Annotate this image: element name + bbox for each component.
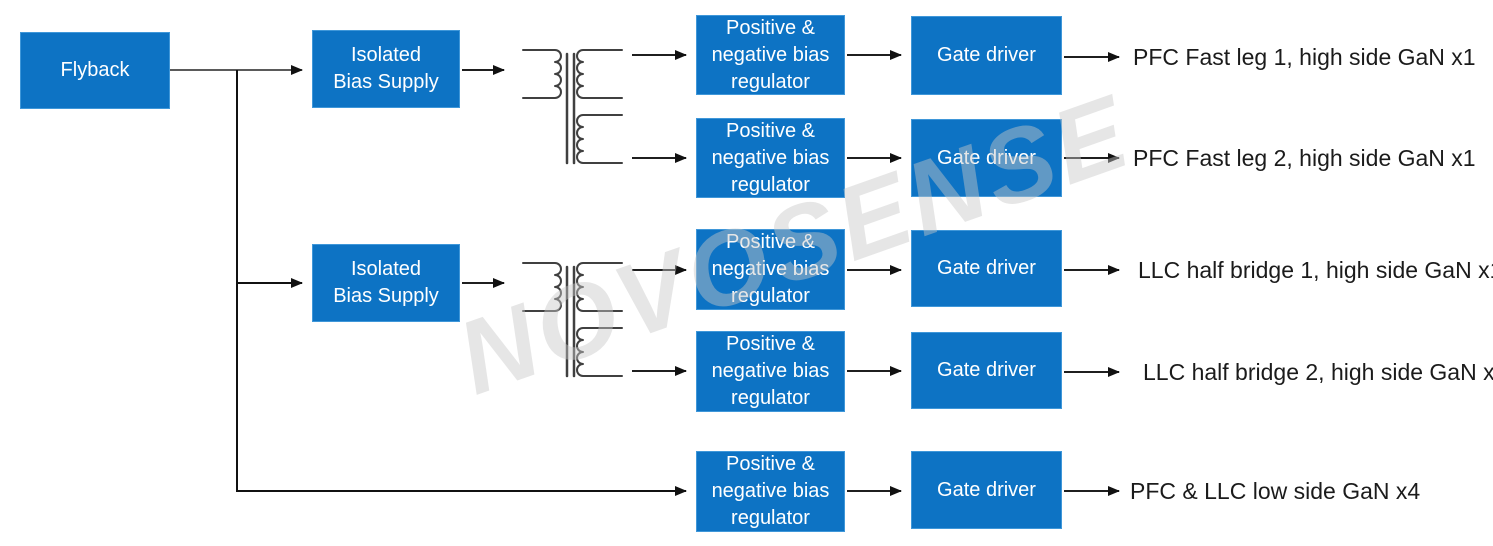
output-label-2: PFC Fast leg 2, high side GaN x1 xyxy=(1133,145,1476,171)
gate-driver-label: Gate driver xyxy=(937,146,1036,169)
bias-regulator-label-line1: Positive & xyxy=(726,231,815,253)
output-label-1: PFC Fast leg 1, high side GaN x1 xyxy=(1133,44,1476,70)
isolated-bias-supply-block-1: Isolated Bias Supply xyxy=(312,30,460,108)
isolated-bias-supply-block-2: Isolated Bias Supply xyxy=(312,244,460,322)
bias-regulator-block-1: Positive & negative bias regulator xyxy=(696,15,845,95)
bias-regulator-label-line1: Positive & xyxy=(726,453,815,475)
gate-driver-block-3: Gate driver xyxy=(911,230,1062,307)
bias-regulator-block-2: Positive & negative bias regulator xyxy=(696,118,845,198)
gate-driver-label: Gate driver xyxy=(937,44,1036,66)
transformer-icon-1 xyxy=(522,49,623,165)
output-label-4: LLC half bridge 2, high side GaN x1 xyxy=(1143,359,1493,385)
gate-driver-label: Gate driver xyxy=(937,359,1036,381)
isolated-bias-supply-label-line1: Isolated xyxy=(350,258,422,280)
isolated-bias-supply-label-line2: Bias Supply xyxy=(333,71,439,93)
bias-regulator-label-line2: negative bias xyxy=(711,258,830,280)
bias-regulator-label-line1: Positive & xyxy=(726,16,815,39)
driver-to-output-arrows xyxy=(1064,52,1120,496)
output-label-5: PFC & LLC low side GaN x4 xyxy=(1130,478,1421,504)
gate-driver-label: Gate driver xyxy=(937,257,1036,279)
flyback-label: Flyback xyxy=(60,59,130,81)
output-label-3: LLC half bridge 1, high side GaN x1 xyxy=(1138,257,1493,283)
bias-regulator-label-line3: regulator xyxy=(731,173,810,196)
transformer-icon-2 xyxy=(522,262,623,378)
bias-regulator-label-line3: regulator xyxy=(731,387,810,409)
gate-driver-block-2: Gate driver xyxy=(911,119,1062,197)
bias-supply-output-arrows xyxy=(462,65,505,288)
gate-driver-block-1: Gate driver xyxy=(911,16,1062,95)
bias-regulator-label-line1: Positive & xyxy=(726,119,815,142)
bias-regulator-label-line3: regulator xyxy=(731,507,810,529)
bias-regulator-label-line1: Positive & xyxy=(726,333,815,355)
bias-regulator-block-5: Positive & negative bias regulator xyxy=(696,451,845,532)
bias-regulator-label-line2: negative bias xyxy=(711,43,830,66)
bias-regulator-block-4: Positive & negative bias regulator xyxy=(696,331,845,412)
bias-regulator-label-line3: regulator xyxy=(731,285,810,307)
bias-regulator-label-line2: negative bias xyxy=(711,360,830,382)
flyback-block: Flyback xyxy=(20,32,170,109)
regulator-to-driver-arrows xyxy=(847,50,902,496)
bias-regulator-label-line3: regulator xyxy=(731,70,810,93)
secondary-output-arrows xyxy=(632,50,687,376)
bias-regulator-block-3: Positive & negative bias regulator xyxy=(696,229,845,310)
flyback-branch-lines xyxy=(170,65,687,496)
isolated-bias-supply-label-line1: Isolated xyxy=(350,44,422,66)
gate-driver-label: Gate driver xyxy=(937,478,1036,501)
bias-regulator-label-line2: negative bias xyxy=(711,480,830,502)
bias-regulator-label-line2: negative bias xyxy=(711,146,830,169)
isolated-bias-supply-label-line2: Bias Supply xyxy=(333,285,439,307)
gate-driver-block-5: Gate driver xyxy=(911,451,1062,529)
gate-driver-block-4: Gate driver xyxy=(911,332,1062,409)
